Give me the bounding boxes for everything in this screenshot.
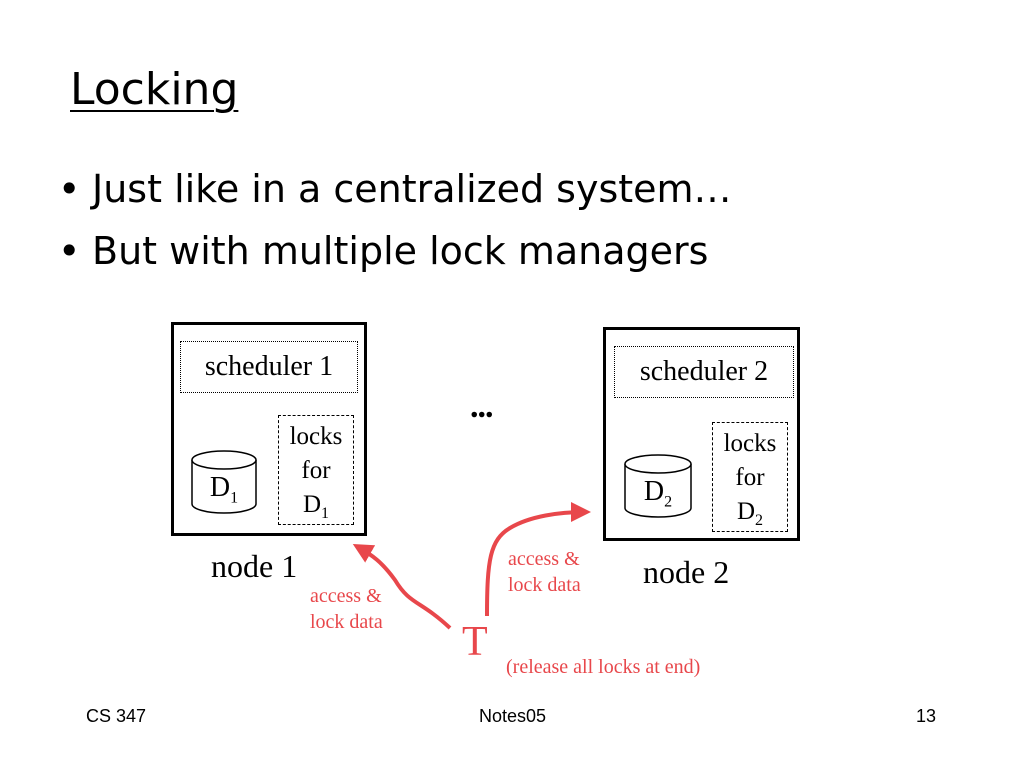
bullet-dot: •: [58, 229, 81, 273]
ellipsis: ...: [470, 388, 493, 425]
scheduler-1-box: scheduler 1: [180, 341, 358, 393]
node-2-box: scheduler 2 locks for D2: [603, 327, 800, 541]
release-note: (release all locks at end): [506, 656, 701, 678]
locks-d2-line3: D2: [736, 498, 764, 529]
scheduler-2-box: scheduler 2: [614, 346, 794, 398]
database-d1-icon: [191, 450, 257, 514]
locks-d1-line3: D1: [302, 491, 330, 522]
node-1-box: scheduler 1 locks for D1: [171, 322, 367, 536]
bullet-text: But with multiple lock managers: [92, 229, 709, 273]
bullet-dot: •: [58, 167, 81, 211]
node-1-label: node 1: [211, 548, 298, 584]
bullet-text: Just like in a centralized system…: [92, 167, 732, 211]
bullet-item: •But with multiple lock managers: [58, 220, 732, 282]
footer-page-number: 13: [916, 706, 937, 726]
slide-title: Locking: [70, 64, 239, 115]
arrow-to-node-1: [352, 544, 452, 630]
footer-course: CS 347: [86, 706, 147, 726]
locks-d2-line1: locks: [723, 430, 777, 457]
database-d2-icon: [624, 454, 692, 518]
node-2-label: node 2: [643, 554, 730, 590]
locks-d1-line1: locks: [289, 423, 343, 450]
locks-d2-line2: for: [735, 464, 765, 491]
data-d1-label: D1: [209, 472, 239, 507]
locks-d1-box: locks for D1: [278, 415, 354, 525]
arrow-to-node-2: [485, 502, 591, 617]
footer-notes: Notes05: [479, 706, 547, 726]
transaction-label: T: [462, 619, 488, 665]
bullet-item: •Just like in a centralized system…: [58, 158, 732, 220]
locks-d1-line2: for: [301, 457, 331, 484]
bullet-list: •Just like in a centralized system… •But…: [58, 158, 732, 282]
access-lock-label-right: access & lock data: [508, 548, 581, 596]
data-d2-label: D2: [643, 476, 673, 511]
access-lock-label-left: access & lock data: [310, 585, 383, 633]
locks-d2-box: locks for D2: [712, 422, 788, 532]
